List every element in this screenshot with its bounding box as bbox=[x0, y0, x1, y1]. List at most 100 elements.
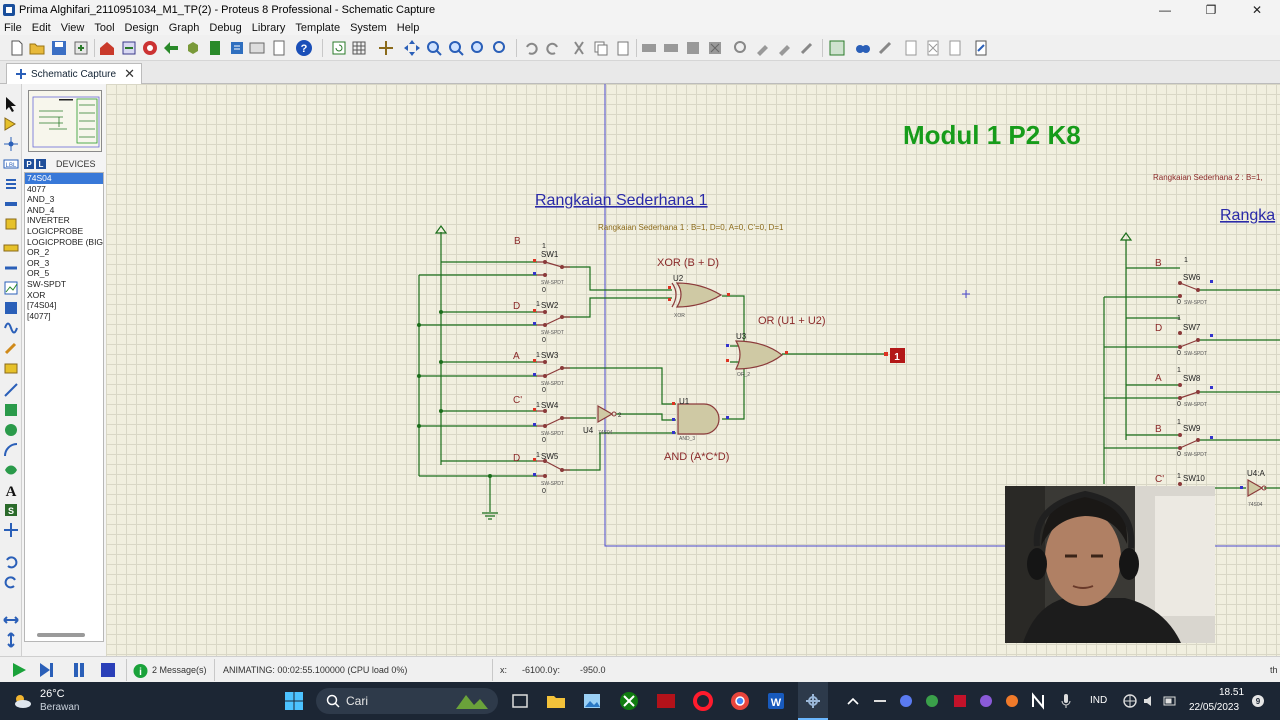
device-item[interactable]: LOGICPROBE (BIG bbox=[27, 236, 103, 247]
switch-sw3[interactable]: A 1 SW3 SW-SPDT 0 bbox=[513, 351, 570, 394]
rotate-cw-icon[interactable] bbox=[3, 554, 19, 570]
proteus-taskbar-icon[interactable] bbox=[803, 691, 823, 711]
paste-icon[interactable] bbox=[614, 39, 632, 57]
device-item[interactable]: OR_3 bbox=[27, 257, 50, 268]
device-item[interactable]: SW-SPDT bbox=[27, 278, 67, 289]
vsm-studio-icon[interactable] bbox=[248, 39, 266, 57]
save-icon[interactable] bbox=[50, 39, 68, 57]
tray-app5-icon[interactable] bbox=[978, 691, 994, 711]
step-icon[interactable] bbox=[38, 661, 56, 679]
selection-mode-icon[interactable] bbox=[3, 96, 19, 112]
device-item[interactable]: INVERTER bbox=[27, 215, 70, 226]
word-icon[interactable]: W bbox=[766, 691, 786, 711]
zoom-all-icon[interactable] bbox=[469, 39, 487, 57]
and-gate-u1[interactable]: AND (A*C*D) U1 AND_3 bbox=[664, 397, 729, 463]
file-explorer-icon[interactable] bbox=[546, 691, 566, 711]
device-item[interactable]: 74S04 bbox=[25, 173, 103, 184]
menu-file[interactable]: File bbox=[4, 21, 22, 34]
menu-help[interactable]: Help bbox=[396, 21, 420, 34]
packaging-tool-icon[interactable] bbox=[776, 39, 794, 57]
arc-icon[interactable] bbox=[3, 442, 19, 458]
help-icon[interactable]: ? bbox=[295, 39, 313, 57]
volume-icon[interactable] bbox=[1142, 691, 1158, 711]
search-tag-icon[interactable] bbox=[854, 39, 872, 57]
source-code-icon[interactable] bbox=[228, 39, 246, 57]
pick-devices-button[interactable]: P bbox=[24, 159, 34, 169]
or-gate-u3[interactable]: OR (U1 + U2) U3 OR_2 bbox=[726, 315, 826, 378]
bom-icon[interactable] bbox=[206, 39, 224, 57]
device-item[interactable]: [74S04] bbox=[27, 300, 57, 311]
junction-dot-icon[interactable] bbox=[3, 136, 19, 152]
device-item[interactable]: OR_5 bbox=[27, 268, 50, 279]
menu-library[interactable]: Library bbox=[251, 21, 286, 34]
pick-device-icon[interactable] bbox=[732, 39, 750, 57]
block-copy-icon[interactable] bbox=[640, 39, 658, 57]
red-app-icon[interactable] bbox=[656, 691, 676, 711]
make-device-icon[interactable] bbox=[754, 39, 772, 57]
clock-date[interactable]: 22/05/2023 bbox=[1189, 702, 1240, 713]
generator-icon[interactable] bbox=[3, 320, 19, 336]
library-manager-button[interactable]: L bbox=[36, 159, 46, 169]
start-windows-icon[interactable] bbox=[284, 691, 304, 711]
switch-sw5[interactable]: D 1 SW5 SW-SPDT 0 bbox=[513, 452, 570, 495]
switch-sw6[interactable]: B 1 SW6 SW-SPDT 0 bbox=[1155, 257, 1213, 306]
open-folder-icon[interactable] bbox=[28, 39, 46, 57]
switch-sw9[interactable]: B 1 SW9 SW-SPDT 0 bbox=[1155, 419, 1213, 458]
close-button[interactable]: ✕ bbox=[1251, 3, 1263, 17]
buses-icon[interactable] bbox=[3, 196, 19, 212]
path-icon[interactable] bbox=[3, 462, 19, 478]
marker-icon[interactable] bbox=[3, 522, 19, 538]
maximize-button[interactable]: ❐ bbox=[1205, 3, 1217, 17]
exit-to-parent-icon[interactable] bbox=[946, 39, 964, 57]
info-icon[interactable]: i bbox=[133, 662, 148, 680]
home-icon[interactable] bbox=[98, 39, 116, 57]
voltage-probe-icon[interactable] bbox=[3, 340, 19, 356]
text-script-icon[interactable] bbox=[3, 176, 19, 192]
menu-debug[interactable]: Debug bbox=[209, 21, 242, 34]
device-item[interactable]: LOGICPROBE bbox=[27, 225, 84, 236]
play-icon[interactable] bbox=[10, 661, 28, 679]
device-item[interactable]: XOR bbox=[27, 289, 46, 300]
tray-app2-icon[interactable] bbox=[898, 691, 914, 711]
device-item[interactable]: AND_4 bbox=[27, 204, 55, 215]
device-list[interactable]: 74S04 4077 AND_3 AND_4 INVERTER LOGICPRO… bbox=[24, 172, 104, 642]
graph-mode-icon[interactable] bbox=[3, 280, 19, 296]
tray-chevron-up-icon[interactable] bbox=[846, 691, 860, 711]
tray-app6-icon[interactable] bbox=[1004, 691, 1020, 711]
mirror-y-icon[interactable] bbox=[3, 632, 19, 648]
menu-view[interactable]: View bbox=[60, 21, 85, 34]
xor-gate-u2[interactable]: XOR (B + D) U2 XOR bbox=[657, 257, 730, 319]
cut-icon[interactable] bbox=[570, 39, 588, 57]
notes-icon[interactable] bbox=[270, 39, 288, 57]
box-icon[interactable] bbox=[3, 402, 19, 418]
gerber-icon[interactable] bbox=[162, 39, 180, 57]
terminals-icon[interactable] bbox=[3, 240, 19, 256]
taskbar-search-box[interactable]: Cari bbox=[316, 688, 498, 714]
wire-autorouter-icon[interactable] bbox=[828, 39, 846, 57]
switch-sw8[interactable]: A 1 SW8 SW-SPDT 0 bbox=[1155, 367, 1213, 408]
tab-schematic-capture[interactable]: Schematic Capture ✕ bbox=[6, 63, 142, 84]
grid-toggle-icon[interactable] bbox=[350, 39, 368, 57]
origin-icon[interactable] bbox=[377, 39, 395, 57]
zoom-in-icon[interactable] bbox=[425, 39, 443, 57]
block-move-icon[interactable] bbox=[662, 39, 680, 57]
microphone-icon[interactable] bbox=[1058, 691, 1074, 711]
copy-icon[interactable] bbox=[592, 39, 610, 57]
subcircuit-icon[interactable] bbox=[3, 216, 19, 232]
device-item[interactable]: OR_2 bbox=[27, 247, 50, 258]
photos-icon[interactable] bbox=[582, 691, 602, 711]
text-tool-icon[interactable]: A bbox=[3, 482, 19, 498]
new-sheet-icon[interactable] bbox=[902, 39, 920, 57]
device-pins-icon[interactable] bbox=[3, 260, 19, 276]
device-item[interactable]: 4077 bbox=[27, 183, 46, 194]
xbox-icon[interactable] bbox=[619, 691, 639, 711]
3d-view-icon[interactable] bbox=[184, 39, 202, 57]
tray-app3-icon[interactable] bbox=[924, 691, 940, 711]
tray-app1-icon[interactable] bbox=[872, 691, 888, 711]
weather-cloud-icon[interactable] bbox=[12, 691, 32, 711]
switch-sw4[interactable]: C' 1 SW4 SW-SPDT 0 bbox=[513, 395, 570, 444]
wire-label-icon[interactable]: LBL bbox=[3, 156, 19, 172]
virtual-instruments-icon[interactable] bbox=[3, 360, 19, 376]
tray-app4-icon[interactable] bbox=[952, 691, 968, 711]
new-file-icon[interactable] bbox=[8, 39, 26, 57]
